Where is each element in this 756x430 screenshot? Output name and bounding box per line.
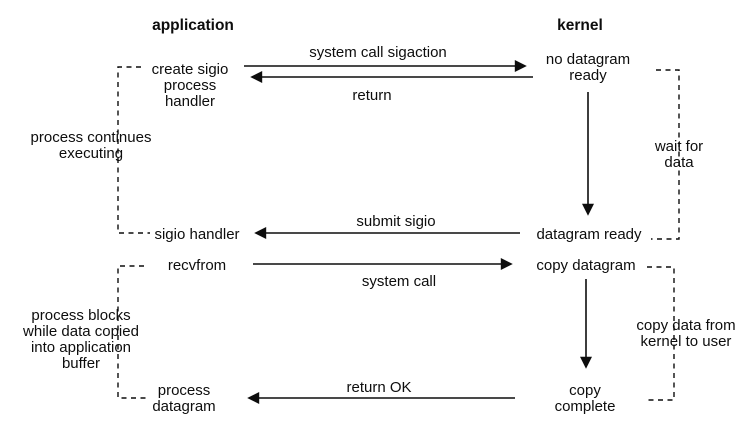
recvfrom-node: recvfrom xyxy=(168,257,226,274)
process-continues-line2: executing xyxy=(59,145,123,162)
process-datagram-line2: datagram xyxy=(152,398,215,415)
submit-sigio-arrow-label: submit sigio xyxy=(356,213,435,230)
process-blocks-line3: into application xyxy=(31,339,131,356)
process-continues-line1: process continues xyxy=(31,129,152,146)
process-datagram-node: process datagram xyxy=(152,382,215,415)
no-datagram-ready-node: no datagram ready xyxy=(546,51,630,84)
app-continues-bracket xyxy=(117,66,150,234)
copy-data-line1: copy data from xyxy=(636,317,735,334)
process-blocks-line2: while data copied xyxy=(22,323,139,340)
create-sigio-line2: process xyxy=(164,77,217,94)
wait-for-data-annotation: wait for data xyxy=(654,138,703,171)
copy-data-line2: kernel to user xyxy=(641,333,732,350)
sigaction-arrow-label: system call sigaction xyxy=(309,44,447,61)
create-sigio-line3: handler xyxy=(165,93,215,110)
create-sigio-line1: create sigio xyxy=(152,61,229,78)
copy-datagram-node: copy datagram xyxy=(536,257,635,274)
kernel-wait-bracket xyxy=(651,69,680,240)
copy-complete-node: copy complete xyxy=(555,382,616,415)
datagram-ready-node: datagram ready xyxy=(536,226,642,243)
process-blocks-line4: buffer xyxy=(62,355,100,372)
copy-complete-line1: copy xyxy=(569,382,601,399)
app-blocks-bracket xyxy=(117,265,149,399)
kernel-copy-bracket xyxy=(646,266,675,401)
no-datagram-line1: no datagram xyxy=(546,51,630,68)
return-arrow-label: return xyxy=(352,87,391,104)
return-ok-arrow-label: return OK xyxy=(346,379,411,396)
wait-for-data-line2: data xyxy=(664,154,694,171)
process-blocks-line1: process blocks xyxy=(31,307,130,324)
process-continues-annotation: process continues executing xyxy=(31,129,152,162)
copy-complete-line2: complete xyxy=(555,398,616,415)
copy-data-annotation: copy data from kernel to user xyxy=(636,317,735,350)
create-sigio-node: create sigio process handler xyxy=(152,61,229,110)
sigio-handler-node: sigio handler xyxy=(154,226,239,243)
no-datagram-line2: ready xyxy=(569,67,607,84)
application-header: application xyxy=(152,17,234,34)
process-datagram-line1: process xyxy=(158,382,211,399)
wait-for-data-line1: wait for xyxy=(654,138,703,155)
system-call-arrow-label: system call xyxy=(362,273,436,290)
kernel-header: kernel xyxy=(557,17,603,34)
process-blocks-annotation: process blocks while data copied into ap… xyxy=(22,307,139,372)
